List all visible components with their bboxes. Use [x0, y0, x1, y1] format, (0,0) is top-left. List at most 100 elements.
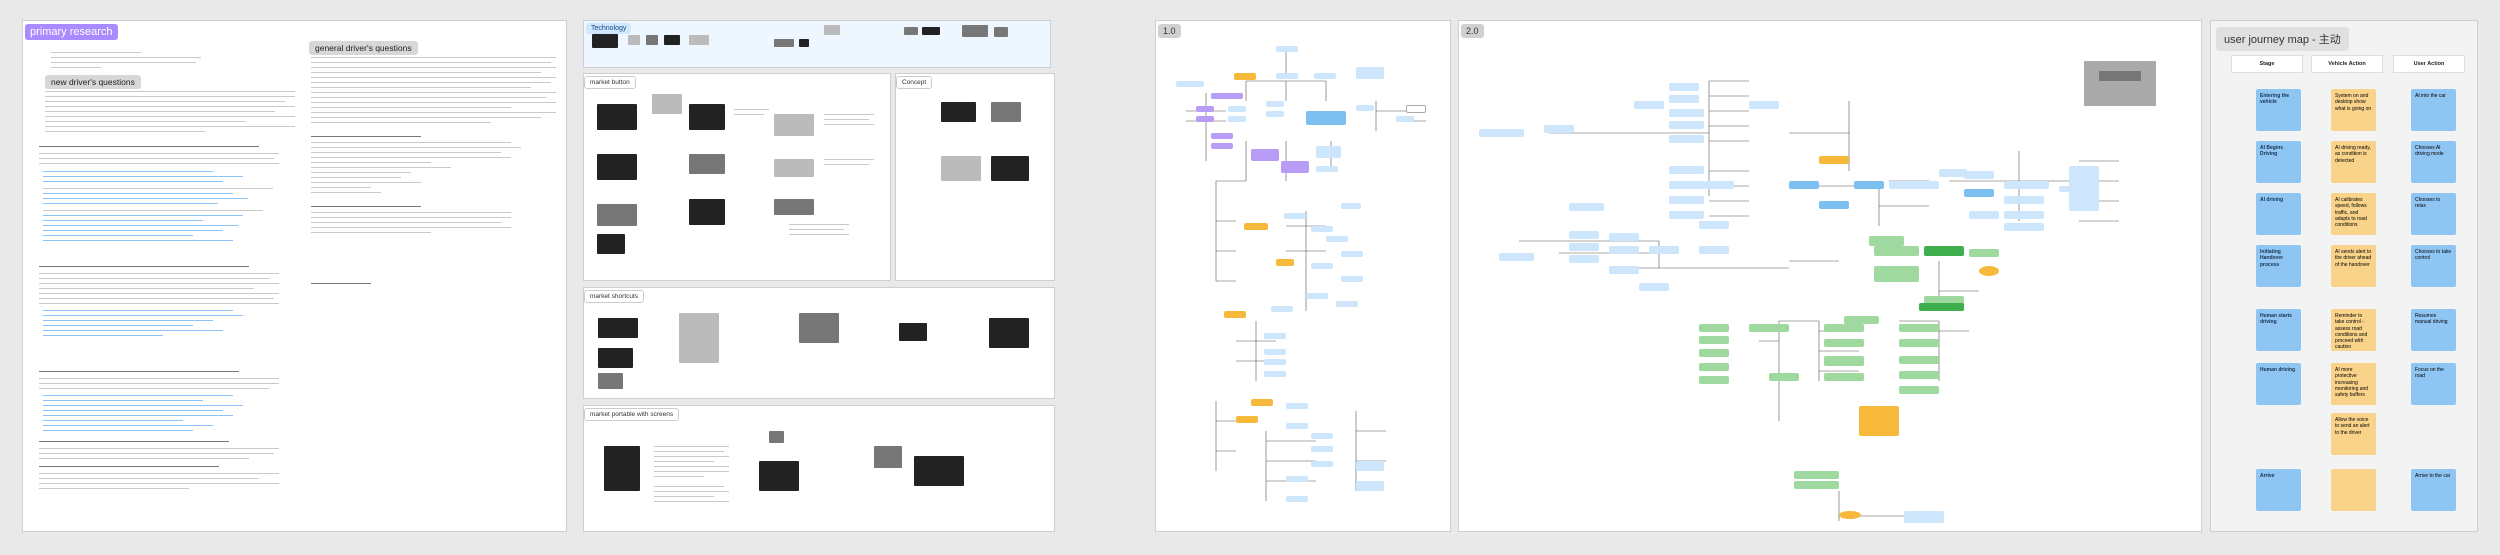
flow-v2-node[interactable] [1569, 203, 1604, 211]
flow-v1-node[interactable] [1228, 106, 1246, 112]
flow-v1-node[interactable] [1356, 105, 1374, 111]
flow-v2-node[interactable] [1479, 129, 1524, 137]
flow-v1-node[interactable] [1326, 236, 1348, 242]
journey-vehicle-sticky[interactable]: System on and desktop show what is going… [2331, 89, 2376, 131]
flow-v2-node[interactable] [1699, 349, 1729, 357]
flow-v2-node[interactable] [1669, 181, 1704, 189]
flow-v1-node[interactable] [1211, 133, 1233, 139]
flow-v2-node[interactable] [1699, 246, 1729, 254]
flow-v2-node[interactable] [1749, 324, 1789, 332]
flow-v2-node[interactable] [1854, 181, 1884, 189]
flow-v1-node[interactable] [1236, 416, 1258, 423]
flow-v2-node[interactable] [2004, 181, 2049, 189]
flow-v2-node[interactable] [1669, 196, 1704, 204]
user-journey-title[interactable]: user journey map - 主动 [2216, 27, 2349, 51]
flow-v2-node[interactable] [1669, 211, 1704, 219]
flow-v2-node[interactable] [1819, 156, 1849, 164]
flow-v2-node[interactable] [1794, 471, 1839, 479]
flow-v1-node[interactable] [1276, 259, 1294, 266]
flow-v2-node[interactable] [2004, 211, 2044, 219]
flow-v2-node[interactable] [1874, 266, 1919, 282]
flow-v2-node[interactable] [1634, 101, 1664, 109]
journey-user-sticky[interactable]: Focus on the road [2411, 363, 2456, 405]
flow-v1-node[interactable] [1276, 73, 1298, 79]
flow-v2-node[interactable] [1649, 246, 1679, 254]
flow-v2-node[interactable] [1699, 363, 1729, 371]
flow-v1-node[interactable] [1196, 106, 1214, 112]
flow-v1-node[interactable] [1284, 213, 1306, 219]
flow-v2-node[interactable] [1699, 336, 1729, 344]
flow-v2-node[interactable] [1964, 189, 1994, 197]
flow-v1-node[interactable] [1234, 73, 1256, 80]
flow-v1-node[interactable] [1264, 359, 1286, 365]
journey-stage-sticky[interactable]: Entering the vehicle [2256, 89, 2301, 131]
flow-v1-node[interactable] [1244, 223, 1268, 230]
flow-v1-node[interactable] [1276, 46, 1298, 52]
flow-v2-node[interactable] [1669, 95, 1699, 103]
flow-v2-node[interactable] [1824, 373, 1864, 381]
flow-v1-node[interactable] [1211, 143, 1233, 149]
flow-v1-node[interactable] [1286, 423, 1308, 429]
flow-v1-node[interactable] [1264, 349, 1286, 355]
flow-v2-node[interactable] [1699, 376, 1729, 384]
flow-v2-node[interactable] [1839, 511, 1861, 519]
flow-v2-node[interactable] [1769, 373, 1799, 381]
flow-v1-node[interactable] [1316, 146, 1341, 158]
journey-stage-sticky[interactable]: Arrive [2256, 469, 2301, 511]
flow-v2-node[interactable] [1569, 231, 1599, 239]
flow-v2-node[interactable] [1699, 324, 1729, 332]
flow-v1-node[interactable] [1228, 116, 1246, 122]
flow-v1-node[interactable] [1264, 333, 1286, 339]
flow-v2-node[interactable] [1919, 303, 1964, 311]
flow-v2-node[interactable] [1859, 406, 1899, 436]
flow-v2-node[interactable] [1979, 266, 1999, 276]
flow-v1-node[interactable] [1311, 263, 1333, 269]
flow-v2-node[interactable] [1819, 201, 1849, 209]
flow-v2-node[interactable] [1569, 255, 1599, 263]
journey-vehicle-sticky[interactable]: Allow the voice to send an alert to the … [2331, 413, 2376, 455]
flow-v2-node[interactable] [1704, 181, 1734, 189]
flow-v2-node[interactable] [1544, 125, 1574, 133]
flow-v2-node[interactable] [1669, 83, 1699, 91]
flow-v1-node[interactable] [1286, 403, 1308, 409]
flow-v2-node[interactable] [1899, 371, 1939, 379]
flow-v2-node[interactable] [1569, 243, 1599, 251]
flow-v1-node[interactable] [1251, 149, 1279, 161]
journey-user-sticky[interactable]: Chooses AI driving mode [2411, 141, 2456, 183]
journey-vehicle-sticky[interactable]: AI calibrates speed, follows traffic, an… [2331, 193, 2376, 235]
flow-v1-node[interactable] [1251, 399, 1273, 406]
flow-v1-node[interactable] [1211, 93, 1243, 99]
flow-v1-node[interactable] [1356, 67, 1384, 79]
flow-v1-node[interactable] [1311, 433, 1333, 439]
flow-v2-node[interactable] [1669, 121, 1704, 129]
flow-v2-node[interactable] [1794, 481, 1839, 489]
flow-v1-node[interactable] [1396, 116, 1414, 122]
flow-v2-node[interactable] [1969, 211, 1999, 219]
flow-v2-node[interactable] [1969, 249, 1999, 257]
flow-v2-node[interactable] [1824, 324, 1864, 332]
journey-vehicle-sticky[interactable] [2331, 469, 2376, 511]
flow-v1-node[interactable] [1341, 203, 1361, 209]
journey-stage-sticky[interactable]: Human driving [2256, 363, 2301, 405]
journey-user-sticky[interactable]: Resumes manual driving [2411, 309, 2456, 351]
flow-v2-node[interactable] [1824, 339, 1864, 347]
flow-v2-node[interactable] [1924, 246, 1964, 256]
flow-v1-node[interactable] [1336, 301, 1358, 307]
flow-v2-node[interactable] [1904, 511, 1944, 523]
flow-v2-node[interactable] [1964, 171, 1994, 179]
journey-vehicle-sticky[interactable]: AI driving ready, as condition is detect… [2331, 141, 2376, 183]
flow-v1-node[interactable] [1264, 371, 1286, 377]
journey-vehicle-sticky[interactable]: AI sends alert to the driver ahead of th… [2331, 245, 2376, 287]
flow-v2-node[interactable] [1824, 356, 1864, 366]
flow-v1-node[interactable] [1224, 311, 1246, 318]
flow-v1-node[interactable] [1266, 111, 1284, 117]
journey-user-sticky[interactable]: Arrive to the car [2411, 469, 2456, 511]
flow-v2-node[interactable] [1609, 246, 1639, 254]
flow-v1-node[interactable] [1271, 306, 1293, 312]
flow-v1-node[interactable] [1356, 461, 1384, 471]
flow-v1-node[interactable] [1306, 293, 1328, 299]
flow-v2-node[interactable] [2004, 196, 2044, 204]
flow-v2-node[interactable] [1669, 109, 1704, 117]
journey-stage-sticky[interactable]: Initiating Handover process [2256, 245, 2301, 287]
flow-v2-node[interactable] [1869, 236, 1904, 246]
